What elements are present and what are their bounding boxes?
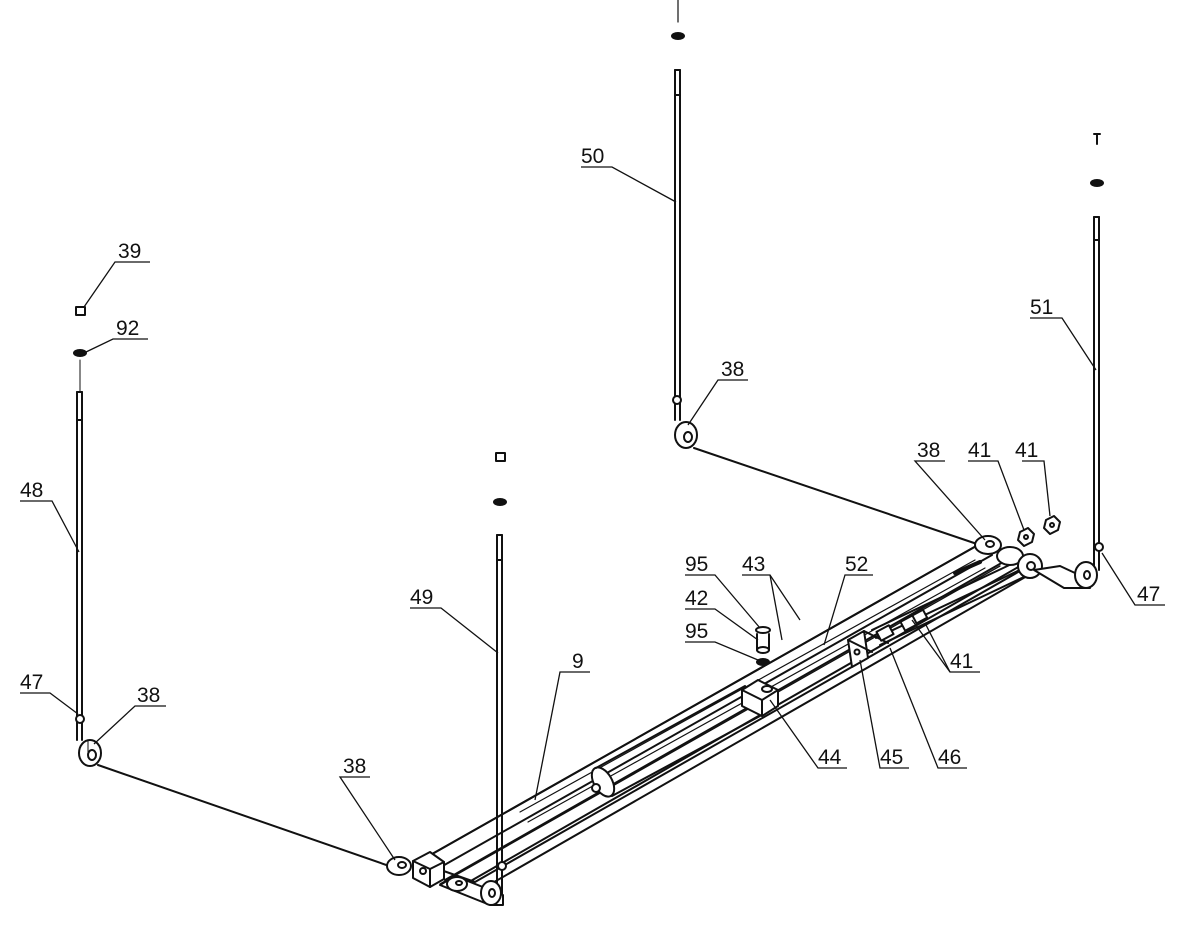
- cable-top: [693, 447, 981, 546]
- rod-49: [493, 452, 507, 896]
- beam-end-block: [412, 851, 445, 888]
- label-47-right: 47: [1137, 583, 1160, 606]
- pulley-38-top: [674, 421, 698, 449]
- label-41-b: 41: [1015, 439, 1038, 462]
- nuts-41-top: [1017, 515, 1061, 547]
- label-45: 45: [880, 746, 903, 769]
- label-92: 92: [116, 317, 139, 340]
- rods-46: [871, 559, 1029, 646]
- pulley-38-bottom: [386, 856, 412, 876]
- label-48: 48: [20, 479, 43, 502]
- cable-left: [87, 740, 396, 869]
- nut-39: [75, 306, 86, 316]
- label-42: 42: [685, 587, 708, 610]
- label-52: 52: [845, 553, 868, 576]
- washer-92: [73, 349, 87, 357]
- label-41-c: 41: [950, 650, 973, 673]
- label-95-lower: 95: [685, 620, 708, 643]
- label-38-left: 38: [137, 684, 160, 707]
- label-49: 49: [410, 586, 433, 609]
- pulley-38-left: [78, 739, 102, 767]
- label-47-left: 47: [20, 671, 43, 694]
- label-38-bottom: 38: [343, 755, 366, 778]
- label-50: 50: [581, 145, 604, 168]
- beam-cylinder: [590, 685, 761, 798]
- label-38-top: 38: [721, 358, 744, 381]
- rod-50: [671, 0, 685, 421]
- label-51: 51: [1030, 296, 1053, 319]
- label-39: 39: [118, 240, 141, 263]
- label-46: 46: [938, 746, 961, 769]
- pulley-end-plate: [439, 875, 504, 906]
- pulley-right-end: [1033, 561, 1098, 589]
- label-41-a: 41: [968, 439, 991, 462]
- label-44: 44: [818, 746, 842, 769]
- rod-48: [75, 359, 85, 741]
- leader-lines: [20, 166, 1165, 861]
- rod-51: [1090, 133, 1104, 571]
- label-95-upper: 95: [685, 553, 708, 576]
- callout-labels: 39 92 48 47 38 38 49 9 50 38 38 41 41 51…: [20, 145, 1160, 778]
- label-38-right: 38: [917, 439, 940, 462]
- block-44: [741, 679, 779, 717]
- pin-42: [755, 626, 771, 666]
- label-43: 43: [742, 553, 765, 576]
- label-9: 9: [572, 650, 584, 673]
